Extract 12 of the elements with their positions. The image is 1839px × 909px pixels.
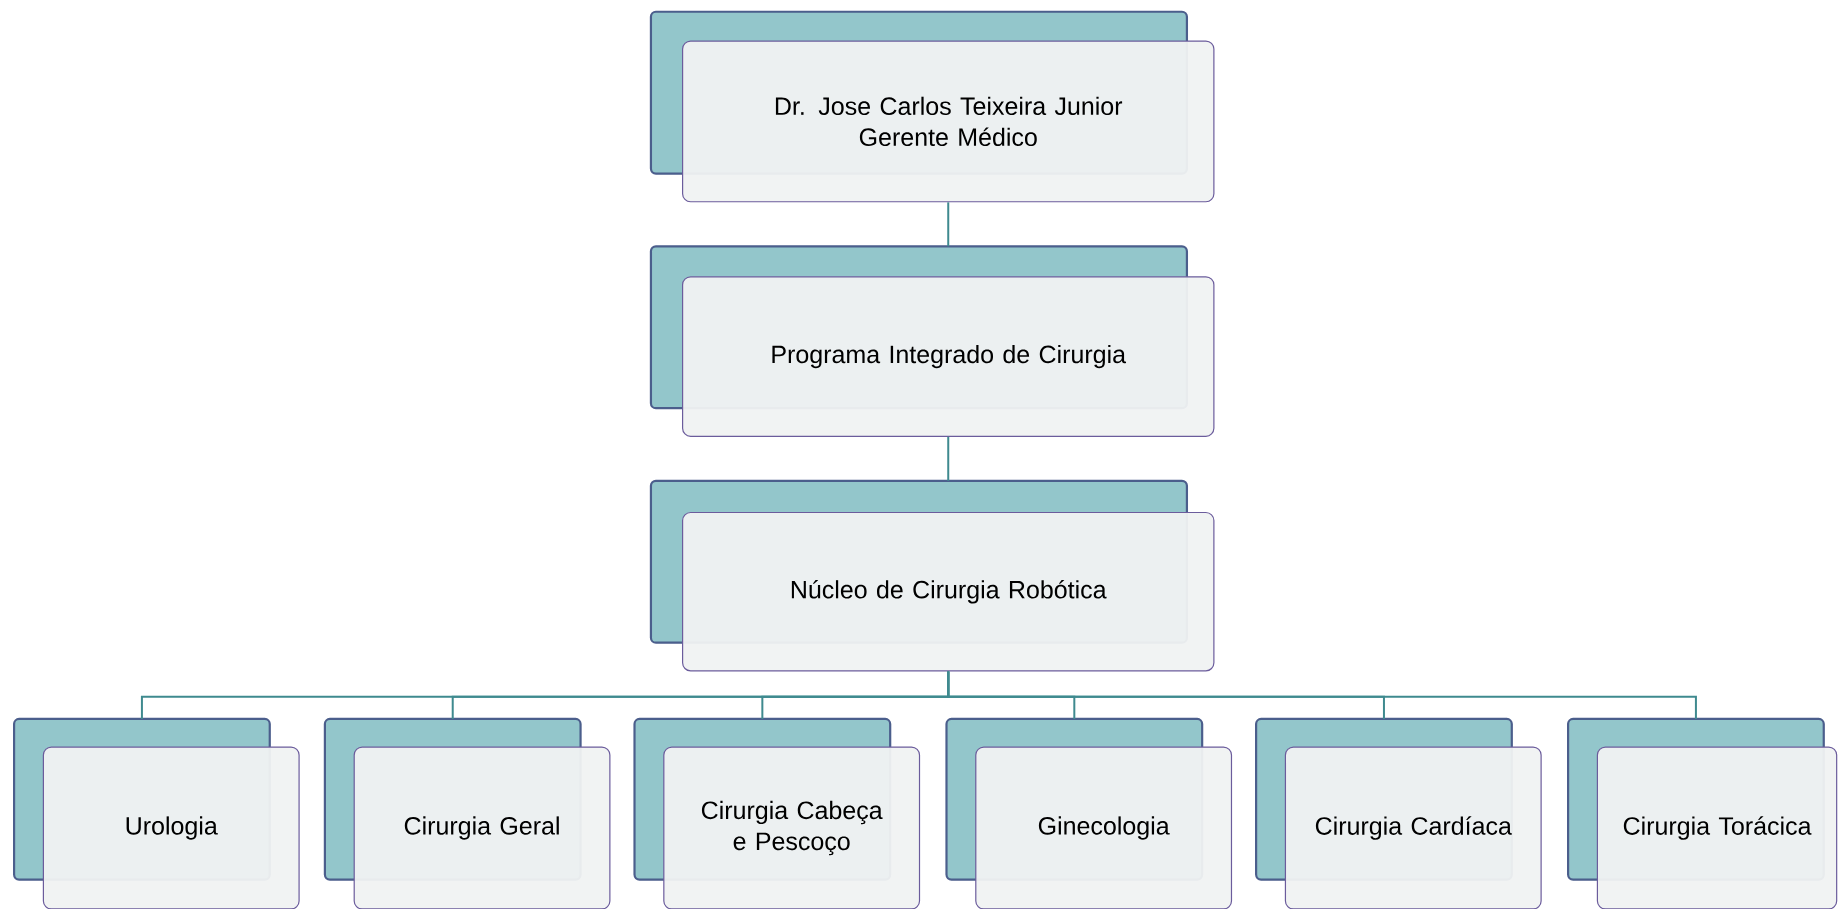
org-box: Dr. Jose Carlos Teixeira Junior Gerente Médico (649, 10, 1215, 203)
org-box: Urologia (13, 717, 300, 909)
org-box: Cirurgia Geral (323, 717, 611, 909)
org-box: Cirurgia Cardíaca (1255, 717, 1542, 909)
org-box: Cirurgia Torácica (1567, 717, 1838, 909)
org-box: Programa Integrado de Cirurgia (649, 245, 1215, 437)
org-box: Núcleo de Cirurgia Robótica (649, 479, 1215, 672)
connector-line (947, 670, 1697, 720)
org-box: Cirurgia Cabeça e Pescoço (633, 717, 921, 909)
connector-line (947, 435, 950, 482)
connector-line (947, 201, 950, 248)
org-box: Ginecologia (945, 717, 1233, 909)
